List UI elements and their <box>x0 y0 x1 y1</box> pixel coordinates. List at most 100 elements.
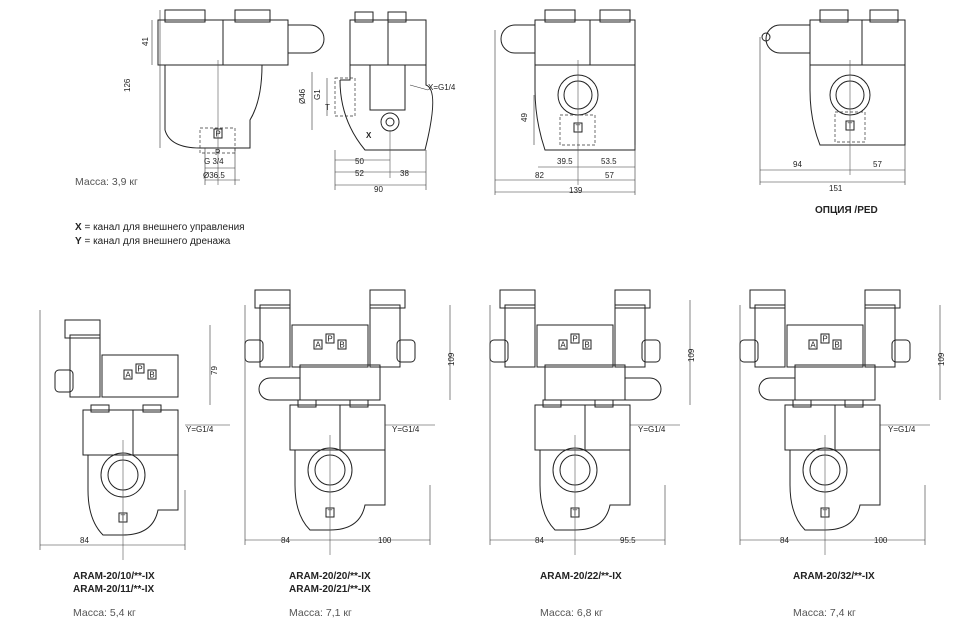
dim-95.5: 95.5 <box>620 536 636 545</box>
pilot-cap <box>758 377 795 401</box>
solenoid-coil-right <box>369 304 401 368</box>
model-title: ARAM-20/10/**-IX <box>73 571 155 582</box>
mass-label: Масса: 3,9 кг <box>75 176 138 188</box>
dim-126: 126 <box>123 78 132 92</box>
dim-109: 109 <box>447 352 456 366</box>
dim-53.5: 53.5 <box>601 157 617 166</box>
legend-y: Y = канал для внешнего дренажа <box>75 236 230 247</box>
outline <box>594 399 614 408</box>
solenoid-coil-left <box>259 304 291 368</box>
dim-52: 52 <box>355 169 364 178</box>
port-a: A <box>560 341 566 350</box>
port-p-box <box>325 333 335 344</box>
x-port-block <box>369 64 406 111</box>
connector-right <box>864 289 901 309</box>
dim-84: 84 <box>281 536 290 545</box>
pilot-cap <box>288 24 325 54</box>
valve-body <box>534 64 636 151</box>
port-b: B <box>149 371 154 380</box>
mass-label: Масса: 5,4 кг <box>73 607 136 619</box>
dim-79: 79 <box>210 366 219 375</box>
t-port-outline <box>334 77 356 117</box>
solenoid-coil-left <box>504 304 536 368</box>
outline <box>354 11 374 23</box>
y-port-label: Y=G1/4 <box>888 425 916 434</box>
port-a-box <box>123 369 133 380</box>
dim-41: 41 <box>141 37 150 46</box>
x-label: X <box>366 131 372 140</box>
mass-label: Масса: 6,8 кг <box>540 607 603 619</box>
dim-57: 57 <box>605 171 614 180</box>
dim-t: T <box>325 103 330 112</box>
outline <box>792 399 812 408</box>
port-a: A <box>810 341 816 350</box>
outline <box>297 399 317 408</box>
x-port-label: X=G1/4 <box>428 83 456 92</box>
valve-body <box>339 64 434 151</box>
port-b-box <box>832 339 842 350</box>
legend-x: X = канал для внешнего управления <box>75 222 245 233</box>
dim-38: 38 <box>400 169 409 178</box>
outline <box>809 19 906 66</box>
dim-100: 100 <box>874 536 888 545</box>
port-b: B <box>584 341 589 350</box>
manual-override-right <box>891 339 911 363</box>
pilot-body <box>82 409 179 456</box>
outline <box>164 9 206 23</box>
dim-g1: G1 <box>313 89 322 100</box>
dim-84: 84 <box>780 536 789 545</box>
port-p-box <box>135 363 145 374</box>
pilot-cap <box>765 24 810 54</box>
solenoid-valve <box>536 324 614 368</box>
dim-57: 57 <box>873 160 882 169</box>
pilot-cap <box>258 377 300 401</box>
dim-39.5: 39.5 <box>557 157 573 166</box>
solenoid-valve <box>291 324 369 368</box>
solenoid-coil-left <box>754 304 786 368</box>
pilot-body <box>534 404 631 451</box>
outline <box>90 404 110 413</box>
manual-override-right <box>396 339 416 363</box>
port-b-box <box>337 339 347 350</box>
ped-symbol <box>761 32 771 42</box>
outline <box>869 9 899 23</box>
dim-49: 49 <box>520 113 529 122</box>
outline <box>819 9 849 23</box>
port-b-box <box>147 369 157 380</box>
port-a-box <box>313 339 323 350</box>
manual-override-right <box>641 339 661 363</box>
dim-139: 139 <box>569 186 583 195</box>
dim-g34: G 3/4 <box>204 157 224 166</box>
outline <box>599 9 631 23</box>
port-p-box <box>820 333 830 344</box>
solenoid-coil-right <box>864 304 896 368</box>
outline <box>387 11 407 23</box>
outline <box>844 399 864 408</box>
port-p: P <box>327 335 332 344</box>
outline <box>542 399 562 408</box>
legend-text: = канал для внешнего управления <box>84 222 245 233</box>
pressure-plate <box>299 364 381 401</box>
dim-109: 109 <box>687 348 696 362</box>
port-p: P <box>822 335 827 344</box>
pilot-body <box>289 404 386 451</box>
port-a: A <box>125 371 131 380</box>
model-title: ARAM-20/20/**-IX <box>289 571 371 582</box>
mass-label: Масса: 7,4 кг <box>793 607 856 619</box>
port-a-box <box>558 339 568 350</box>
port-b-box <box>582 339 592 350</box>
dim-109: 109 <box>937 352 946 366</box>
connector-right <box>369 289 406 309</box>
top-view-3: 49 39.5 53.5 82 57 139 <box>520 113 617 195</box>
y-port-label: Y=G1/4 <box>186 425 214 434</box>
outline <box>234 9 271 23</box>
outline <box>544 9 576 23</box>
solenoid-valve <box>101 354 179 398</box>
y-port-label: Y=G1/4 <box>392 425 420 434</box>
option-caption: ОПЦИЯ /PED <box>815 205 878 216</box>
dim-151: 151 <box>829 184 843 193</box>
port-a-box <box>808 339 818 350</box>
dim-82: 82 <box>535 171 544 180</box>
